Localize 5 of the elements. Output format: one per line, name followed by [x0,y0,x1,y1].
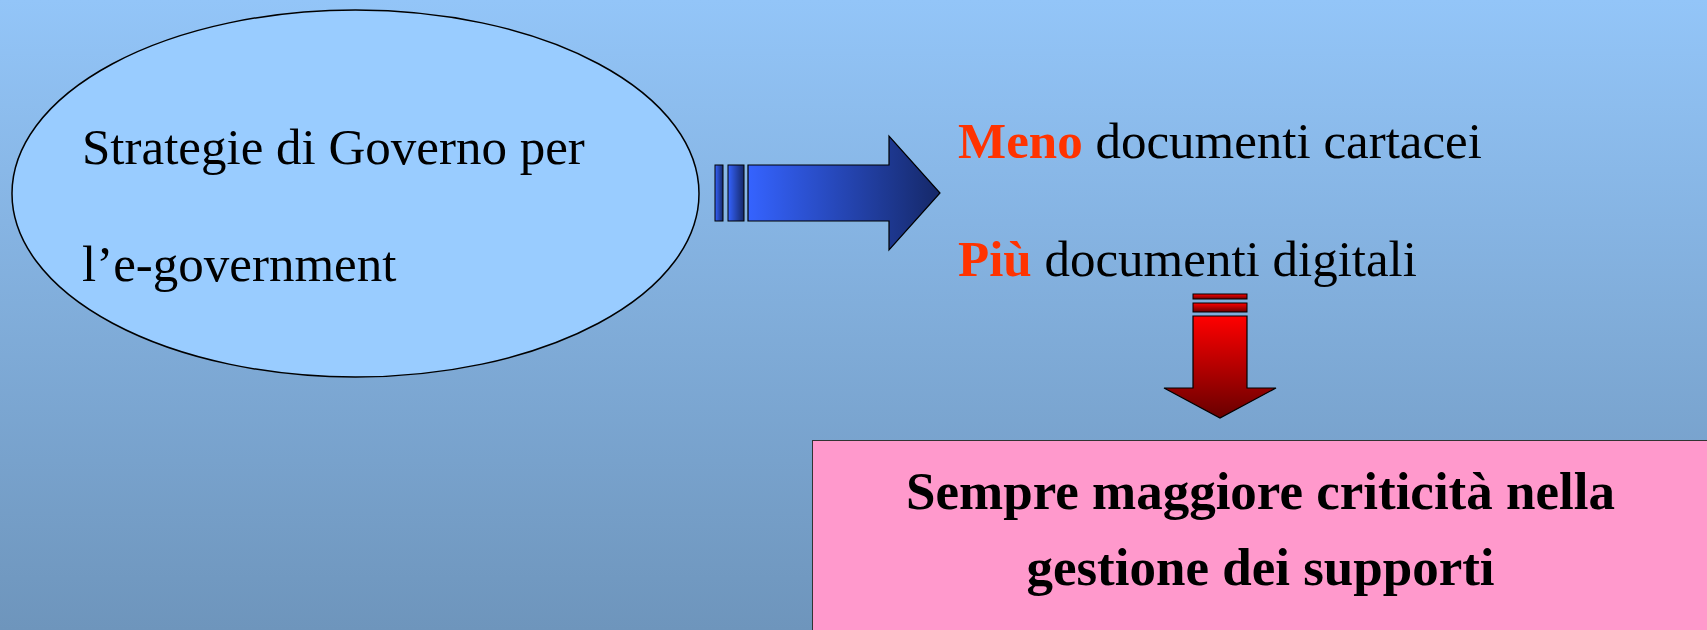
node-text: Strategie di Governo per l’e-government [82,118,586,294]
text-line: Meno documenti cartacei [958,112,1482,171]
text-line: Più documenti digitali [958,230,1417,289]
box-text: Sempre maggiore criticità nella gestione dei supporti [905,461,1616,598]
result-box [812,440,1707,630]
